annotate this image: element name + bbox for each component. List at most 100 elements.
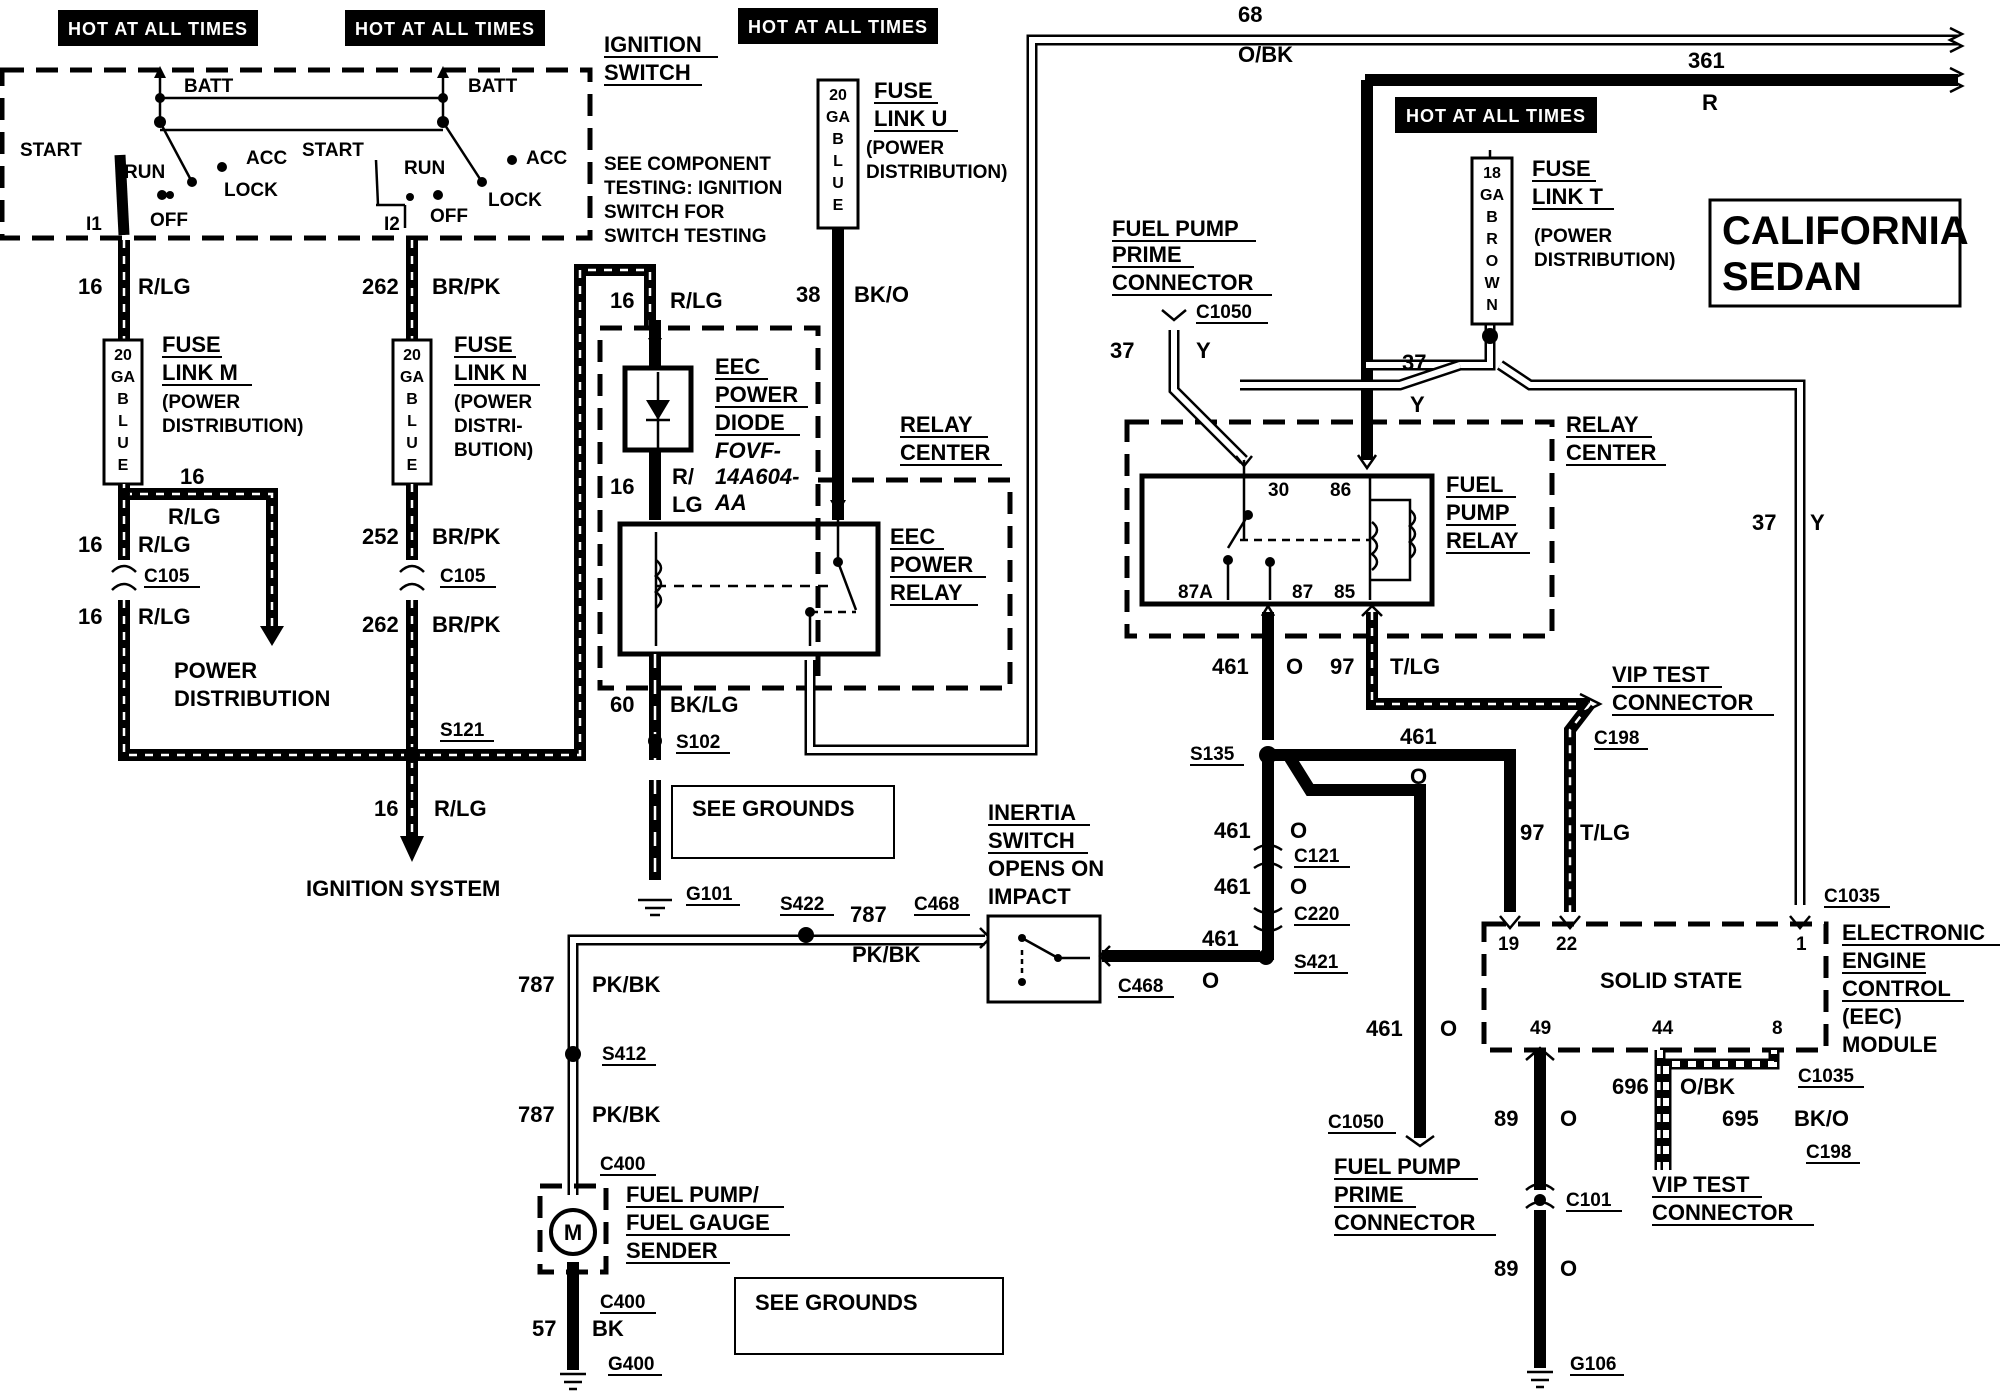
pin49-label: 49	[1530, 1018, 1551, 1039]
c461-label-inertia: 461	[1202, 926, 1239, 951]
bko-label: BK/O	[854, 282, 909, 307]
rlg-split-2: LG	[672, 492, 703, 517]
c89-label-2: 89	[1494, 1256, 1518, 1281]
fuse-t-sub-1: (POWER	[1534, 226, 1612, 247]
c400-label-2: C400	[600, 1292, 645, 1313]
c16-label-1: 16	[78, 274, 102, 299]
c252-label: 252	[362, 524, 399, 549]
fuse-m-title-1: FUSE	[162, 332, 221, 357]
o-label-6: O	[1560, 1106, 1577, 1131]
fuse-u-size-2: B	[832, 131, 844, 148]
bko-label-2: BK/O	[1794, 1106, 1849, 1131]
fuse-m-title-2: LINK M	[162, 360, 238, 385]
r-label: R	[1702, 90, 1718, 115]
pin44-label: 44	[1652, 1018, 1674, 1039]
hot-at-all-times-2: HOT AT ALL TIMES	[345, 10, 545, 46]
acc-label-1: ACC	[246, 148, 287, 169]
c1035-label-2: C1035	[1798, 1066, 1854, 1087]
vip-top-1: VIP TEST	[1612, 662, 1710, 687]
c461-label-1: 461	[1212, 654, 1249, 679]
c16-label-eec-2: 16	[610, 474, 634, 499]
c16-label-3: 16	[78, 532, 102, 557]
eec-mod-5: MODULE	[1842, 1032, 1937, 1057]
g400-label: G400	[608, 1354, 654, 1375]
prime-top-3: CONNECTOR	[1112, 270, 1253, 295]
fuse-t-title-2: LINK T	[1532, 184, 1603, 209]
c461-label-2: 461	[1400, 724, 1437, 749]
start-label-1: START	[20, 140, 82, 161]
ignition-note-3: SWITCH FOR	[604, 202, 725, 223]
fuse-u-size-0: 20	[829, 87, 847, 104]
rlg-label-5: R/LG	[434, 796, 487, 821]
fuel-pump-labels: G101 S422 787 C468 PK/BK 787 PK/BK S412 …	[518, 800, 1239, 1376]
c105-label-2: C105	[440, 566, 486, 587]
fuse-n-size-1: GA	[400, 369, 424, 386]
y-label-2: Y	[1410, 392, 1425, 417]
relay-center-2a: RELAY	[1566, 412, 1639, 437]
prime-bot-2: PRIME	[1334, 1182, 1404, 1207]
fuse-m-sub-2: DISTRIBUTION)	[162, 416, 303, 437]
s102-label: S102	[676, 732, 720, 753]
rlg-label-4: R/LG	[138, 604, 191, 629]
fuse-t-size-3: R	[1486, 231, 1498, 248]
inertia-1: INERTIA	[988, 800, 1076, 825]
pump-1: FUEL PUMP/	[626, 1182, 759, 1207]
title-line-2: SEDAN	[1722, 255, 1862, 299]
fuse-u-sub-2: DISTRIBUTION)	[866, 162, 1007, 183]
pin87a-label: 87A	[1178, 582, 1213, 603]
eec-relay-section	[597, 26, 1965, 917]
g101-label: G101	[686, 884, 733, 905]
pkbk-label-1: PK/BK	[852, 942, 921, 967]
rlg-label-1: R/LG	[138, 274, 191, 299]
see-grounds-2: SEE GROUNDS	[734, 1277, 1004, 1355]
pump-3: SENDER	[626, 1238, 718, 1263]
o-label-5: O	[1440, 1016, 1457, 1041]
off-label-1: OFF	[150, 210, 188, 231]
fuse-n-sub-1: (POWER	[454, 392, 532, 413]
c1050-label-1: C1050	[1196, 302, 1252, 323]
vip-bot-2: CONNECTOR	[1652, 1200, 1793, 1225]
pin22-label: 22	[1556, 934, 1577, 955]
eec-mod-4: (EEC)	[1842, 1004, 1902, 1029]
c461-label-3: 461	[1214, 818, 1251, 843]
c361-label: 361	[1688, 48, 1725, 73]
eec-diode-2: POWER	[715, 382, 798, 407]
prime-bot-3: CONNECTOR	[1334, 1210, 1475, 1235]
brpk-label-2: BR/PK	[432, 524, 501, 549]
s422-label: S422	[780, 894, 824, 915]
run-label-2: RUN	[404, 158, 445, 179]
c68-label: 68	[1238, 2, 1262, 27]
c57-label: 57	[532, 1316, 556, 1341]
pin87-label: 87	[1292, 582, 1313, 603]
see-grounds-1-label: SEE GROUNDS	[692, 796, 855, 821]
c89-label-1: 89	[1494, 1106, 1518, 1131]
fuse-m-size-4: U	[117, 435, 129, 452]
batt-label-1: BATT	[184, 76, 234, 97]
obk-label: O/BK	[1238, 42, 1293, 67]
eec-relay-labels: 16 R/LG EEC POWER DIODE FOVF- 14A604- AA…	[610, 2, 1725, 754]
o-label-1: O	[1286, 654, 1303, 679]
see-grounds-1: SEE GROUNDS	[671, 785, 895, 859]
fuse-t-size-6: N	[1486, 297, 1498, 314]
fuse-link-m: 20 GA B L U E FUSE LINK M (POWER DISTRIB…	[111, 332, 303, 474]
start-label-2: START	[302, 140, 364, 161]
fuel-pump-circuit: M	[537, 914, 1274, 1391]
y-label-3: Y	[1810, 510, 1825, 535]
c220-label: C220	[1294, 904, 1339, 925]
pin85-label: 85	[1334, 582, 1356, 603]
pin19-label: 19	[1498, 934, 1519, 955]
fuse-n-sub-2: DISTRI-	[454, 416, 523, 437]
hot4-label: HOT AT ALL TIMES	[1406, 106, 1586, 126]
pkbk-label-3: PK/BK	[592, 1102, 661, 1127]
c16-label-2: 16	[180, 464, 204, 489]
tlg-label-2: T/LG	[1580, 820, 1630, 845]
fuel-pump-relay-section	[1124, 80, 1806, 1148]
ignition-note-1: SEE COMPONENT	[604, 154, 771, 175]
brpk-label-3: BR/PK	[432, 612, 501, 637]
c262-label-1: 262	[362, 274, 399, 299]
lock-label-1: LOCK	[224, 180, 278, 201]
c37-label-2: 37	[1402, 350, 1426, 375]
ignition-note-2: TESTING: IGNITION	[604, 178, 782, 199]
